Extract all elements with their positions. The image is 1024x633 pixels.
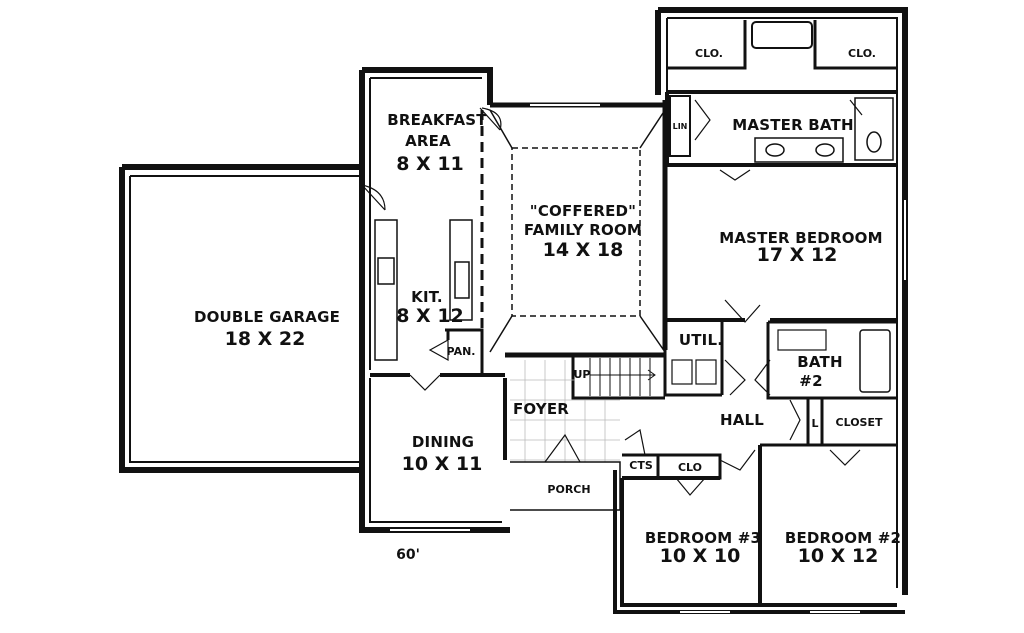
master-bedroom-name: MASTER BEDROOM bbox=[719, 229, 883, 247]
overall-width-label: 60' bbox=[396, 547, 420, 563]
kitchen-name: KIT. bbox=[411, 288, 443, 306]
closet-right-label: CLO. bbox=[848, 47, 876, 60]
utility-name: UTIL. bbox=[678, 331, 724, 349]
bath2-name-1: BATH bbox=[797, 353, 843, 371]
bedroom2-name: BEDROOM #2 bbox=[784, 529, 902, 547]
bedroom3-name: BEDROOM #3 bbox=[644, 529, 762, 547]
coffered-diagonals bbox=[489, 109, 666, 353]
stairs-walls bbox=[571, 355, 665, 400]
utility-walls bbox=[663, 320, 724, 397]
master-suite-inner bbox=[666, 17, 898, 588]
master-toilet-area bbox=[854, 97, 894, 161]
master-bedroom-dims: 17 X 12 bbox=[756, 244, 838, 266]
kitchen-inner-walls bbox=[369, 77, 502, 523]
foyer-tiles bbox=[510, 360, 620, 462]
pantry-name: PAN. bbox=[446, 345, 476, 358]
breakfast-name-2: AREA bbox=[405, 132, 451, 150]
stairs-up-label: UP bbox=[573, 368, 591, 381]
family-name-1: "COFFERED" bbox=[529, 202, 637, 220]
garage-walls bbox=[119, 164, 360, 473]
closet-left-label: CLO. bbox=[695, 47, 723, 60]
door-swings bbox=[361, 99, 863, 496]
breakfast-dims: 8 X 11 bbox=[396, 153, 464, 175]
pantry-walls bbox=[445, 328, 484, 375]
master-bath-name: MASTER BATH bbox=[732, 116, 854, 134]
master-toilet bbox=[866, 131, 882, 153]
cts-label: CTS bbox=[629, 459, 653, 472]
garage-dims: 18 X 22 bbox=[224, 328, 306, 350]
breakfast-name-1: BREAKFAST bbox=[387, 111, 487, 129]
l-label: L bbox=[811, 417, 819, 430]
linen-closet bbox=[669, 95, 691, 157]
family-dims: 14 X 18 bbox=[542, 239, 624, 261]
hall-name: HALL bbox=[719, 411, 765, 429]
closet-name: CLOSET bbox=[835, 416, 883, 429]
linen-label: LIN bbox=[672, 122, 688, 131]
bedroom2-dims: 10 X 12 bbox=[797, 545, 879, 567]
dining-dims: 10 X 11 bbox=[401, 453, 483, 475]
kitchen-counters bbox=[374, 219, 473, 361]
bedroom-walls bbox=[613, 445, 905, 614]
windows bbox=[390, 104, 906, 613]
master-tub bbox=[751, 21, 813, 49]
vanity bbox=[754, 137, 844, 163]
master-bath-walls bbox=[665, 90, 897, 167]
porch-name: PORCH bbox=[547, 483, 591, 496]
stair-arrow bbox=[590, 369, 656, 381]
kitchen-dims: 8 X 12 bbox=[396, 305, 464, 327]
garage-inner-walls bbox=[129, 175, 360, 463]
bath2-name-2: #2 bbox=[799, 372, 823, 390]
bath2-tub bbox=[859, 329, 891, 393]
sink-right bbox=[815, 143, 835, 157]
garage-name: DOUBLE GARAGE bbox=[193, 308, 341, 326]
dining-name: DINING bbox=[411, 433, 475, 451]
stair-treads bbox=[589, 358, 651, 396]
family-name-2: FAMILY ROOM bbox=[523, 221, 643, 239]
hall-closet-label: CLO bbox=[677, 461, 703, 474]
bedroom3-dims: 10 X 10 bbox=[659, 545, 741, 567]
master-closets bbox=[667, 20, 897, 70]
bath2-vanity bbox=[777, 329, 827, 351]
master-suite-walls bbox=[655, 7, 908, 595]
foyer-name: FOYER bbox=[512, 400, 570, 418]
coffered-ceiling-outline bbox=[511, 147, 641, 317]
dryer bbox=[695, 359, 717, 385]
sink-left bbox=[765, 143, 785, 157]
bath2-walls bbox=[766, 320, 897, 400]
washer bbox=[671, 359, 693, 385]
